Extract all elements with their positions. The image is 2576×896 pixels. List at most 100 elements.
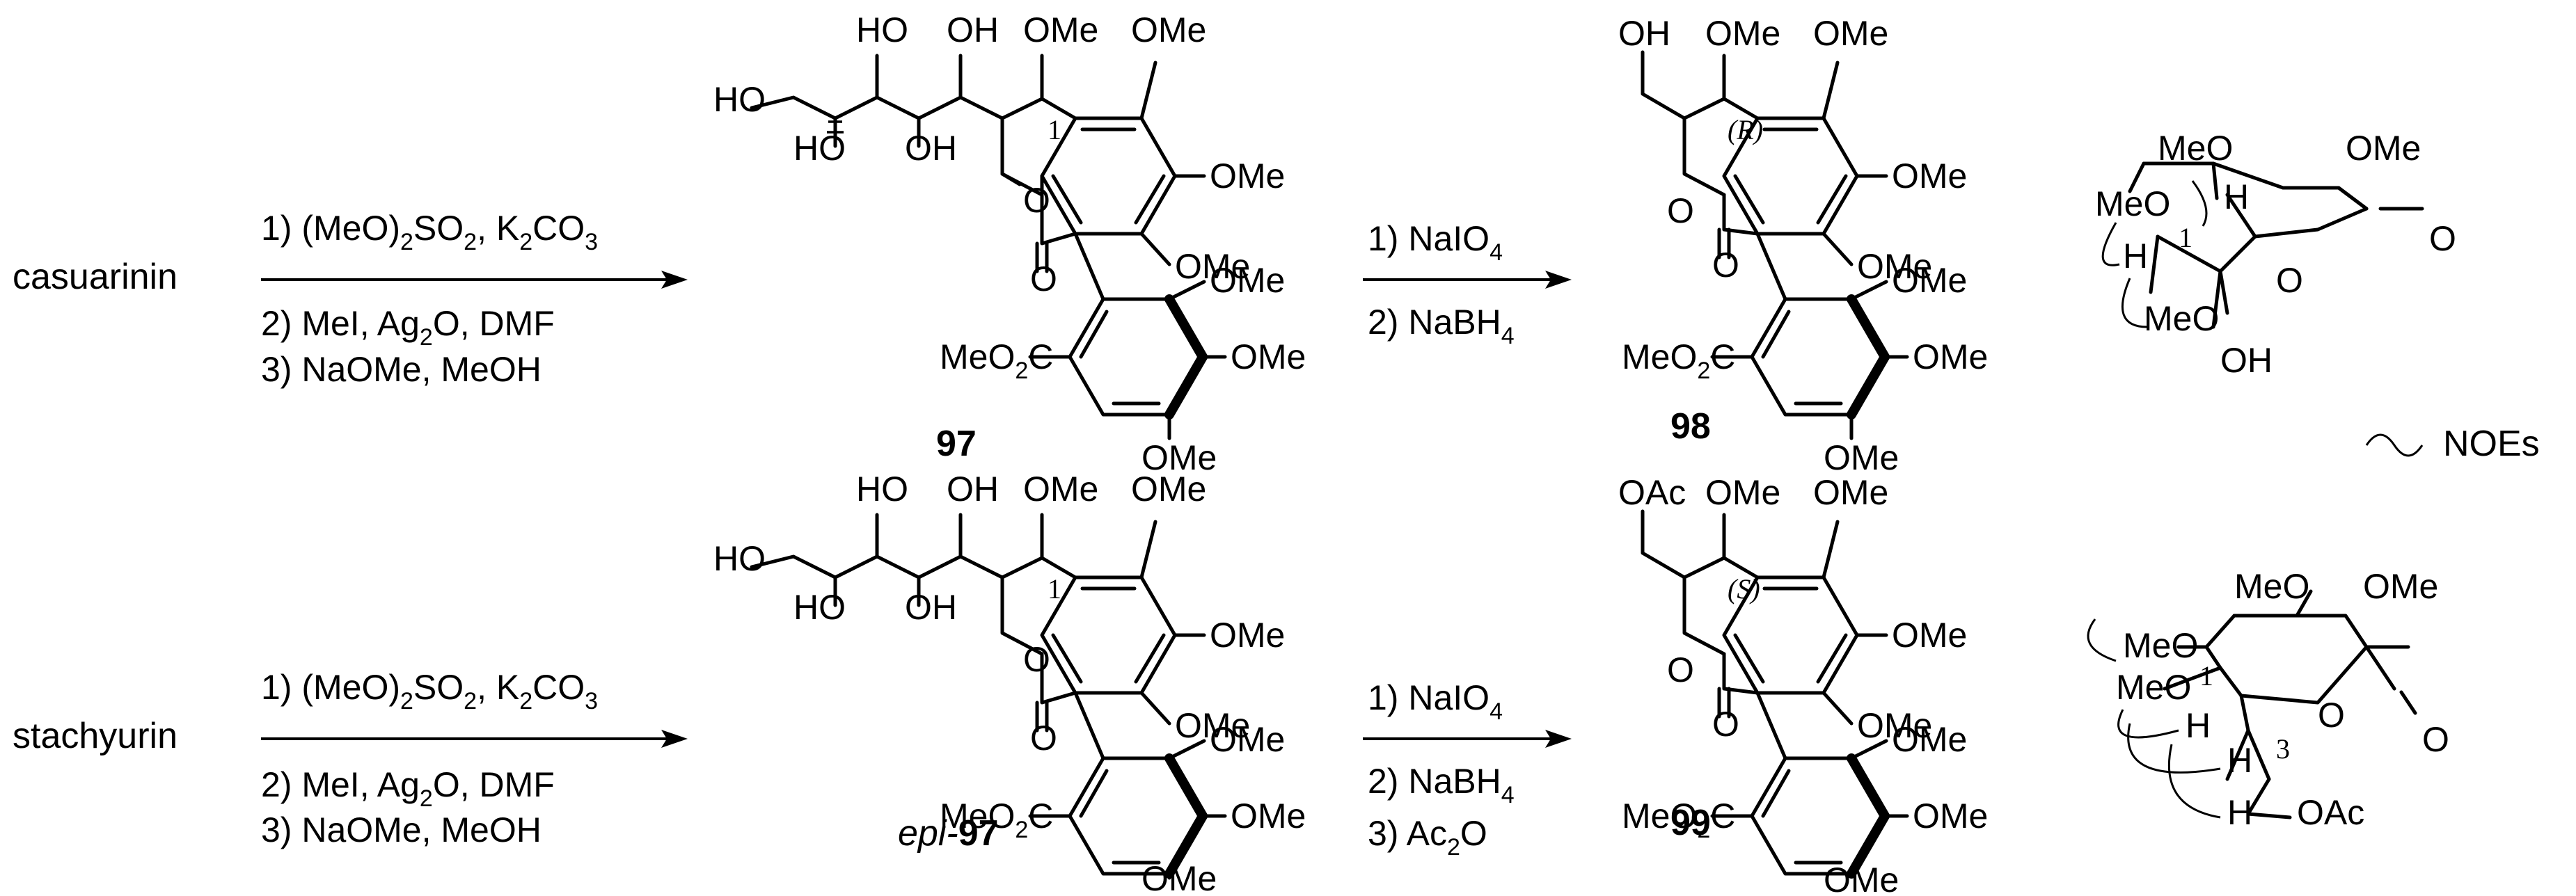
noe-legend: NOEs <box>2365 424 2540 464</box>
svg-text:OMe: OMe <box>1210 261 1285 300</box>
svg-text:OMe: OMe <box>1857 247 1932 286</box>
stereodescriptor-r: (R) <box>1728 114 1763 145</box>
svg-text:MeO2C: MeO2C <box>940 797 1053 843</box>
svg-text:MeO2C: MeO2C <box>1622 337 1735 384</box>
ester-group-97: MeO2C <box>940 337 1053 384</box>
svg-text:OMe: OMe <box>1813 473 1888 512</box>
compound-epi-97-label: epi-97 <box>898 813 999 854</box>
svg-text:OMe: OMe <box>1231 797 1306 835</box>
svg-text:OMe: OMe <box>1824 861 1899 896</box>
svg-text:OMe: OMe <box>1141 438 1217 477</box>
svg-text:O: O <box>2422 720 2449 759</box>
svg-text:MeO: MeO <box>2095 184 2170 223</box>
svg-text:OMe: OMe <box>1231 337 1306 376</box>
svg-text:OH: OH <box>905 129 957 168</box>
svg-text:OMe: OMe <box>1913 337 1988 376</box>
svg-text:OMe: OMe <box>1131 470 1206 509</box>
svg-text:OAc: OAc <box>1618 473 1686 512</box>
svg-text:OMe: OMe <box>1705 473 1780 512</box>
svg-text:O: O <box>1712 705 1739 744</box>
svg-text:1) NaIO4: 1) NaIO4 <box>1368 678 1503 725</box>
svg-text:2) MeI, Ag2O, DMF: 2) MeI, Ag2O, DMF <box>261 765 555 812</box>
svg-text:H: H <box>2227 793 2252 832</box>
compound-99-structure: OAc OMe OMe OMe OMe O O (S) MeO2C OMe OM… <box>1618 473 1988 896</box>
svg-text:OH: OH <box>947 470 999 509</box>
svg-text:O: O <box>1667 191 1694 230</box>
reagent-step-2-mei: 2) MeI, Ag2O, DMF <box>261 304 555 351</box>
svg-text:OMe: OMe <box>1131 10 1206 49</box>
svg-text:MeO: MeO <box>2116 668 2191 707</box>
reagent-step-3-naome: 3) NaOMe, MeOH <box>261 350 542 389</box>
svg-text:O: O <box>1023 181 1050 220</box>
compound-99-label: 99 <box>1670 803 1711 843</box>
compound-97-label: 97 <box>936 424 977 464</box>
svg-text:O: O <box>2276 261 2303 300</box>
svg-text:H: H <box>2123 237 2148 275</box>
svg-text:OMe: OMe <box>1210 157 1285 195</box>
svg-text:HO: HO <box>713 539 766 578</box>
svg-text:HO: HO <box>713 80 766 119</box>
starting-material-stachyurin: stachyurin <box>13 716 177 756</box>
svg-text:OMe: OMe <box>1813 14 1888 53</box>
compound-97-structure: HO HO HO OH OH OMe OMe OMe OMe O O 1 MeO… <box>713 10 1306 477</box>
starting-material-casuarinin: casuarinin <box>13 257 177 297</box>
svg-text:OMe: OMe <box>1210 720 1285 759</box>
reagent-nabh4: 2) NaBH4 <box>1368 303 1515 349</box>
svg-text:HO: HO <box>793 588 846 627</box>
svg-text:OMe: OMe <box>1824 438 1899 477</box>
svg-text:OH: OH <box>905 588 957 627</box>
svg-text:OMe: OMe <box>1023 10 1098 49</box>
reaction-arrow-2 <box>1363 271 1572 289</box>
svg-text:HO: HO <box>793 129 846 168</box>
compound-epi-97-structure: HO HO HO OH OH OMe OMe OMe OMe O O 1 MeO… <box>713 470 1306 896</box>
svg-text:3: 3 <box>2276 733 2290 765</box>
svg-text:HO: HO <box>856 10 908 49</box>
noe-model-98: MeO OMe MeO H H 1 MeO O O OH <box>2095 129 2456 380</box>
svg-text:MeO: MeO <box>2144 299 2219 338</box>
stereodescriptor-s: (S) <box>1728 573 1760 605</box>
svg-text:MeO: MeO <box>2158 129 2233 168</box>
svg-text:1: 1 <box>2179 222 2192 253</box>
svg-text:OMe: OMe <box>1175 247 1250 286</box>
svg-text:1: 1 <box>1048 114 1061 145</box>
svg-text:OMe: OMe <box>1892 720 1967 759</box>
reagent-step-1-methylation: 1) (MeO)2SO2, K2CO3 <box>261 209 598 255</box>
svg-text:MeO: MeO <box>2123 626 2198 665</box>
reaction-arrow-1 <box>261 271 688 289</box>
svg-text:OH: OH <box>947 10 999 49</box>
reagent-naio4: 1) NaIO4 <box>1368 219 1503 266</box>
compound-98-structure: OH OMe OMe OMe OMe O O (R) MeO2C OMe OMe… <box>1618 14 1988 477</box>
compound-98-label: 98 <box>1670 406 1711 447</box>
svg-text:OMe: OMe <box>2346 129 2421 168</box>
svg-text:2) NaBH4: 2) NaBH4 <box>1368 762 1515 808</box>
svg-text:OMe: OMe <box>1141 859 1217 896</box>
svg-text:OMe: OMe <box>1892 616 1967 655</box>
svg-text:O: O <box>1030 259 1057 298</box>
svg-text:3) NaOMe, MeOH: 3) NaOMe, MeOH <box>261 810 542 849</box>
svg-text:OMe: OMe <box>1023 470 1098 509</box>
svg-text:MeO2C: MeO2C <box>1622 797 1735 843</box>
svg-text:MeO: MeO <box>2234 567 2309 606</box>
svg-text:OH: OH <box>1618 14 1670 53</box>
svg-text:OH: OH <box>2220 341 2273 380</box>
svg-text:OMe: OMe <box>1705 14 1780 53</box>
svg-text:O: O <box>2318 696 2345 735</box>
svg-text:OAc: OAc <box>2297 793 2364 832</box>
svg-text:H: H <box>2227 741 2252 780</box>
svg-text:O: O <box>1023 640 1050 679</box>
svg-text:1) (MeO)2SO2, K2CO3: 1) (MeO)2SO2, K2CO3 <box>261 668 598 714</box>
svg-text:1: 1 <box>2199 660 2213 691</box>
svg-text:O: O <box>1712 246 1739 285</box>
svg-text:OMe: OMe <box>1892 261 1967 300</box>
svg-text:O: O <box>1667 650 1694 689</box>
reaction-arrow-4 <box>1363 730 1572 748</box>
svg-text:1: 1 <box>1048 573 1061 605</box>
svg-text:H: H <box>2224 177 2249 216</box>
svg-text:H: H <box>2186 706 2211 745</box>
svg-text:O: O <box>2429 219 2456 258</box>
reagent-ac2o: 3) Ac2O <box>1368 814 1487 861</box>
svg-text:O: O <box>1030 719 1057 758</box>
svg-text:OMe: OMe <box>2363 567 2438 606</box>
svg-text:OMe: OMe <box>1892 157 1967 195</box>
